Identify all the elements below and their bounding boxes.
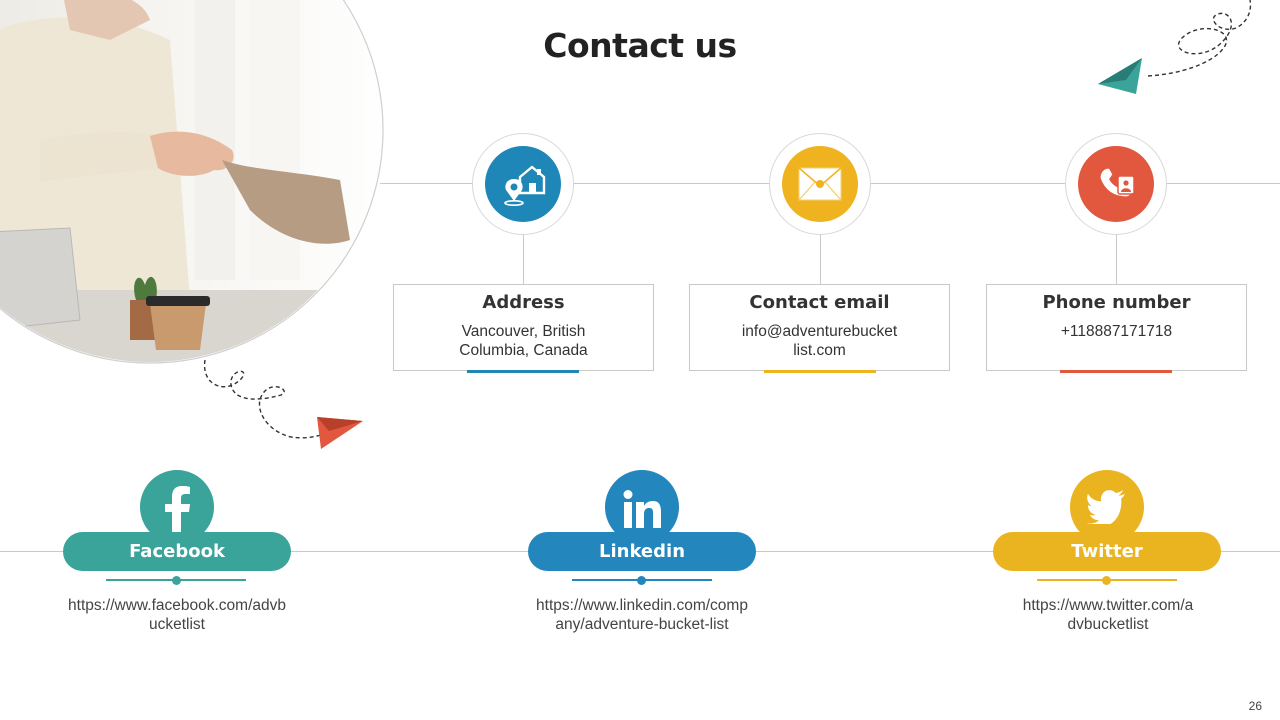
phone-text[interactable]: +118887171718 — [1060, 323, 1173, 340]
linkedin-button[interactable]: Linkedin — [528, 532, 756, 571]
email-connector — [820, 235, 821, 284]
page-number: 26 — [1248, 699, 1262, 713]
phone-connector — [1116, 235, 1117, 284]
twitter-url[interactable]: https://www.twitter.com/advbucketlist — [1022, 597, 1194, 633]
phone-icon — [1078, 146, 1154, 222]
page-title: Contact us — [543, 26, 737, 65]
phone-title: Phone number — [1042, 292, 1191, 313]
paper-plane-left-icon — [203, 359, 363, 449]
linkedin-divider-dot — [637, 576, 646, 585]
address-accent-bar — [467, 370, 579, 373]
envelope-icon — [782, 146, 858, 222]
address-connector — [523, 235, 524, 284]
twitter-button[interactable]: Twitter — [993, 532, 1221, 571]
address-card: Address Vancouver, British Columbia, Can… — [393, 284, 654, 371]
address-title: Address — [482, 292, 565, 313]
email-accent-bar — [764, 370, 876, 373]
linkedin-icon[interactable] — [605, 470, 679, 544]
email-text[interactable]: info@adventurebucketlist.com — [741, 323, 898, 359]
phone-card: Phone number +118887171718 — [986, 284, 1247, 371]
house-location-icon — [485, 146, 561, 222]
handshake-photo — [0, 0, 384, 366]
twitter-icon[interactable] — [1070, 470, 1144, 544]
paper-plane-top-right-icon — [1098, 0, 1252, 94]
facebook-divider-dot — [172, 576, 181, 585]
phone-accent-bar — [1060, 370, 1172, 373]
address-text: Vancouver, British Columbia, Canada — [459, 323, 588, 359]
email-title: Contact email — [749, 292, 890, 313]
facebook-button[interactable]: Facebook — [63, 532, 291, 571]
twitter-divider-dot — [1102, 576, 1111, 585]
facebook-url[interactable]: https://www.facebook.com/advbucketlist — [68, 597, 286, 633]
linkedin-url[interactable]: https://www.linkedin.com/company/adventu… — [536, 597, 748, 633]
facebook-icon[interactable] — [140, 470, 214, 544]
email-card: Contact email info@adventurebucketlist.c… — [689, 284, 950, 371]
